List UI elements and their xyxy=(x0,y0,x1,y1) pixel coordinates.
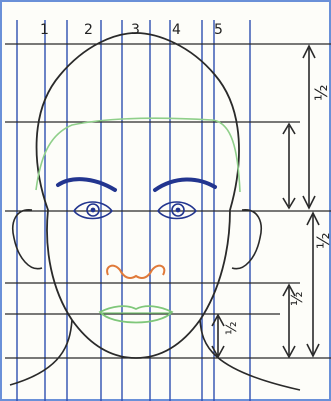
column-number-4: 4 xyxy=(172,22,181,38)
column-number-2: 2 xyxy=(84,22,93,38)
right-eye xyxy=(158,202,196,219)
upper-half-label: ½ xyxy=(312,85,331,101)
lip-to-chin-label: ½ xyxy=(224,321,240,335)
left-eye xyxy=(74,202,112,219)
measure-arrows xyxy=(212,46,319,357)
nose xyxy=(107,266,164,278)
nose-to-chin-label: ½ xyxy=(288,291,306,306)
column-number-3: 3 xyxy=(131,22,140,38)
right-ear xyxy=(232,210,261,269)
right-eyebrow xyxy=(155,179,215,190)
neck-left xyxy=(10,320,72,385)
lower-half-label: ½ xyxy=(314,233,331,249)
column-number-1: 1 xyxy=(40,22,49,38)
column-number-5: 5 xyxy=(214,22,223,38)
